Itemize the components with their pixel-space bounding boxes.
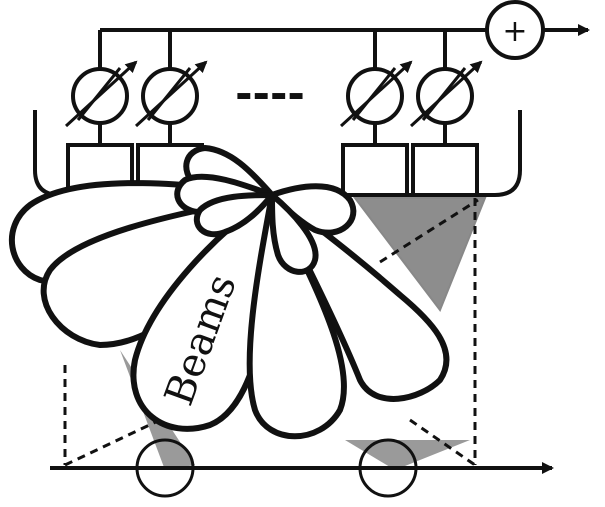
ground-targets [135,438,418,498]
phase-shifter-arrow [409,60,483,128]
shadow-triangle-right-upper [352,197,487,313]
phase-shifter-arrow [64,60,138,128]
phase-shifters [64,60,483,128]
beam-lobe-up-center [193,192,275,238]
summing-circle [485,0,545,60]
antenna-element-3 [341,143,409,197]
projection-lines [63,198,479,467]
dashed-line-left-diagonal [64,418,161,467]
beam-lobe-up-right [269,192,319,275]
phase-shifter-4 [409,60,483,128]
ellipsis: ---- [235,69,305,118]
dashed-line-right-diagonal-top [379,198,479,264]
phase-shifter-1 [64,60,138,128]
beam-lobes [9,145,450,440]
phase-shifter-arrow [134,60,208,128]
summing-node: + [485,0,545,60]
phase-shifter-2 [134,60,208,128]
combiner-bus [98,24,590,145]
sum-symbol: + [502,14,527,49]
antenna-element-4 [411,143,479,197]
shadow-triangle-right-lower [345,440,470,470]
phase-shifter-3 [339,60,413,128]
ground-target-right [358,438,418,498]
phase-shifter-arrow [339,60,413,128]
ground-target-left [135,438,195,498]
